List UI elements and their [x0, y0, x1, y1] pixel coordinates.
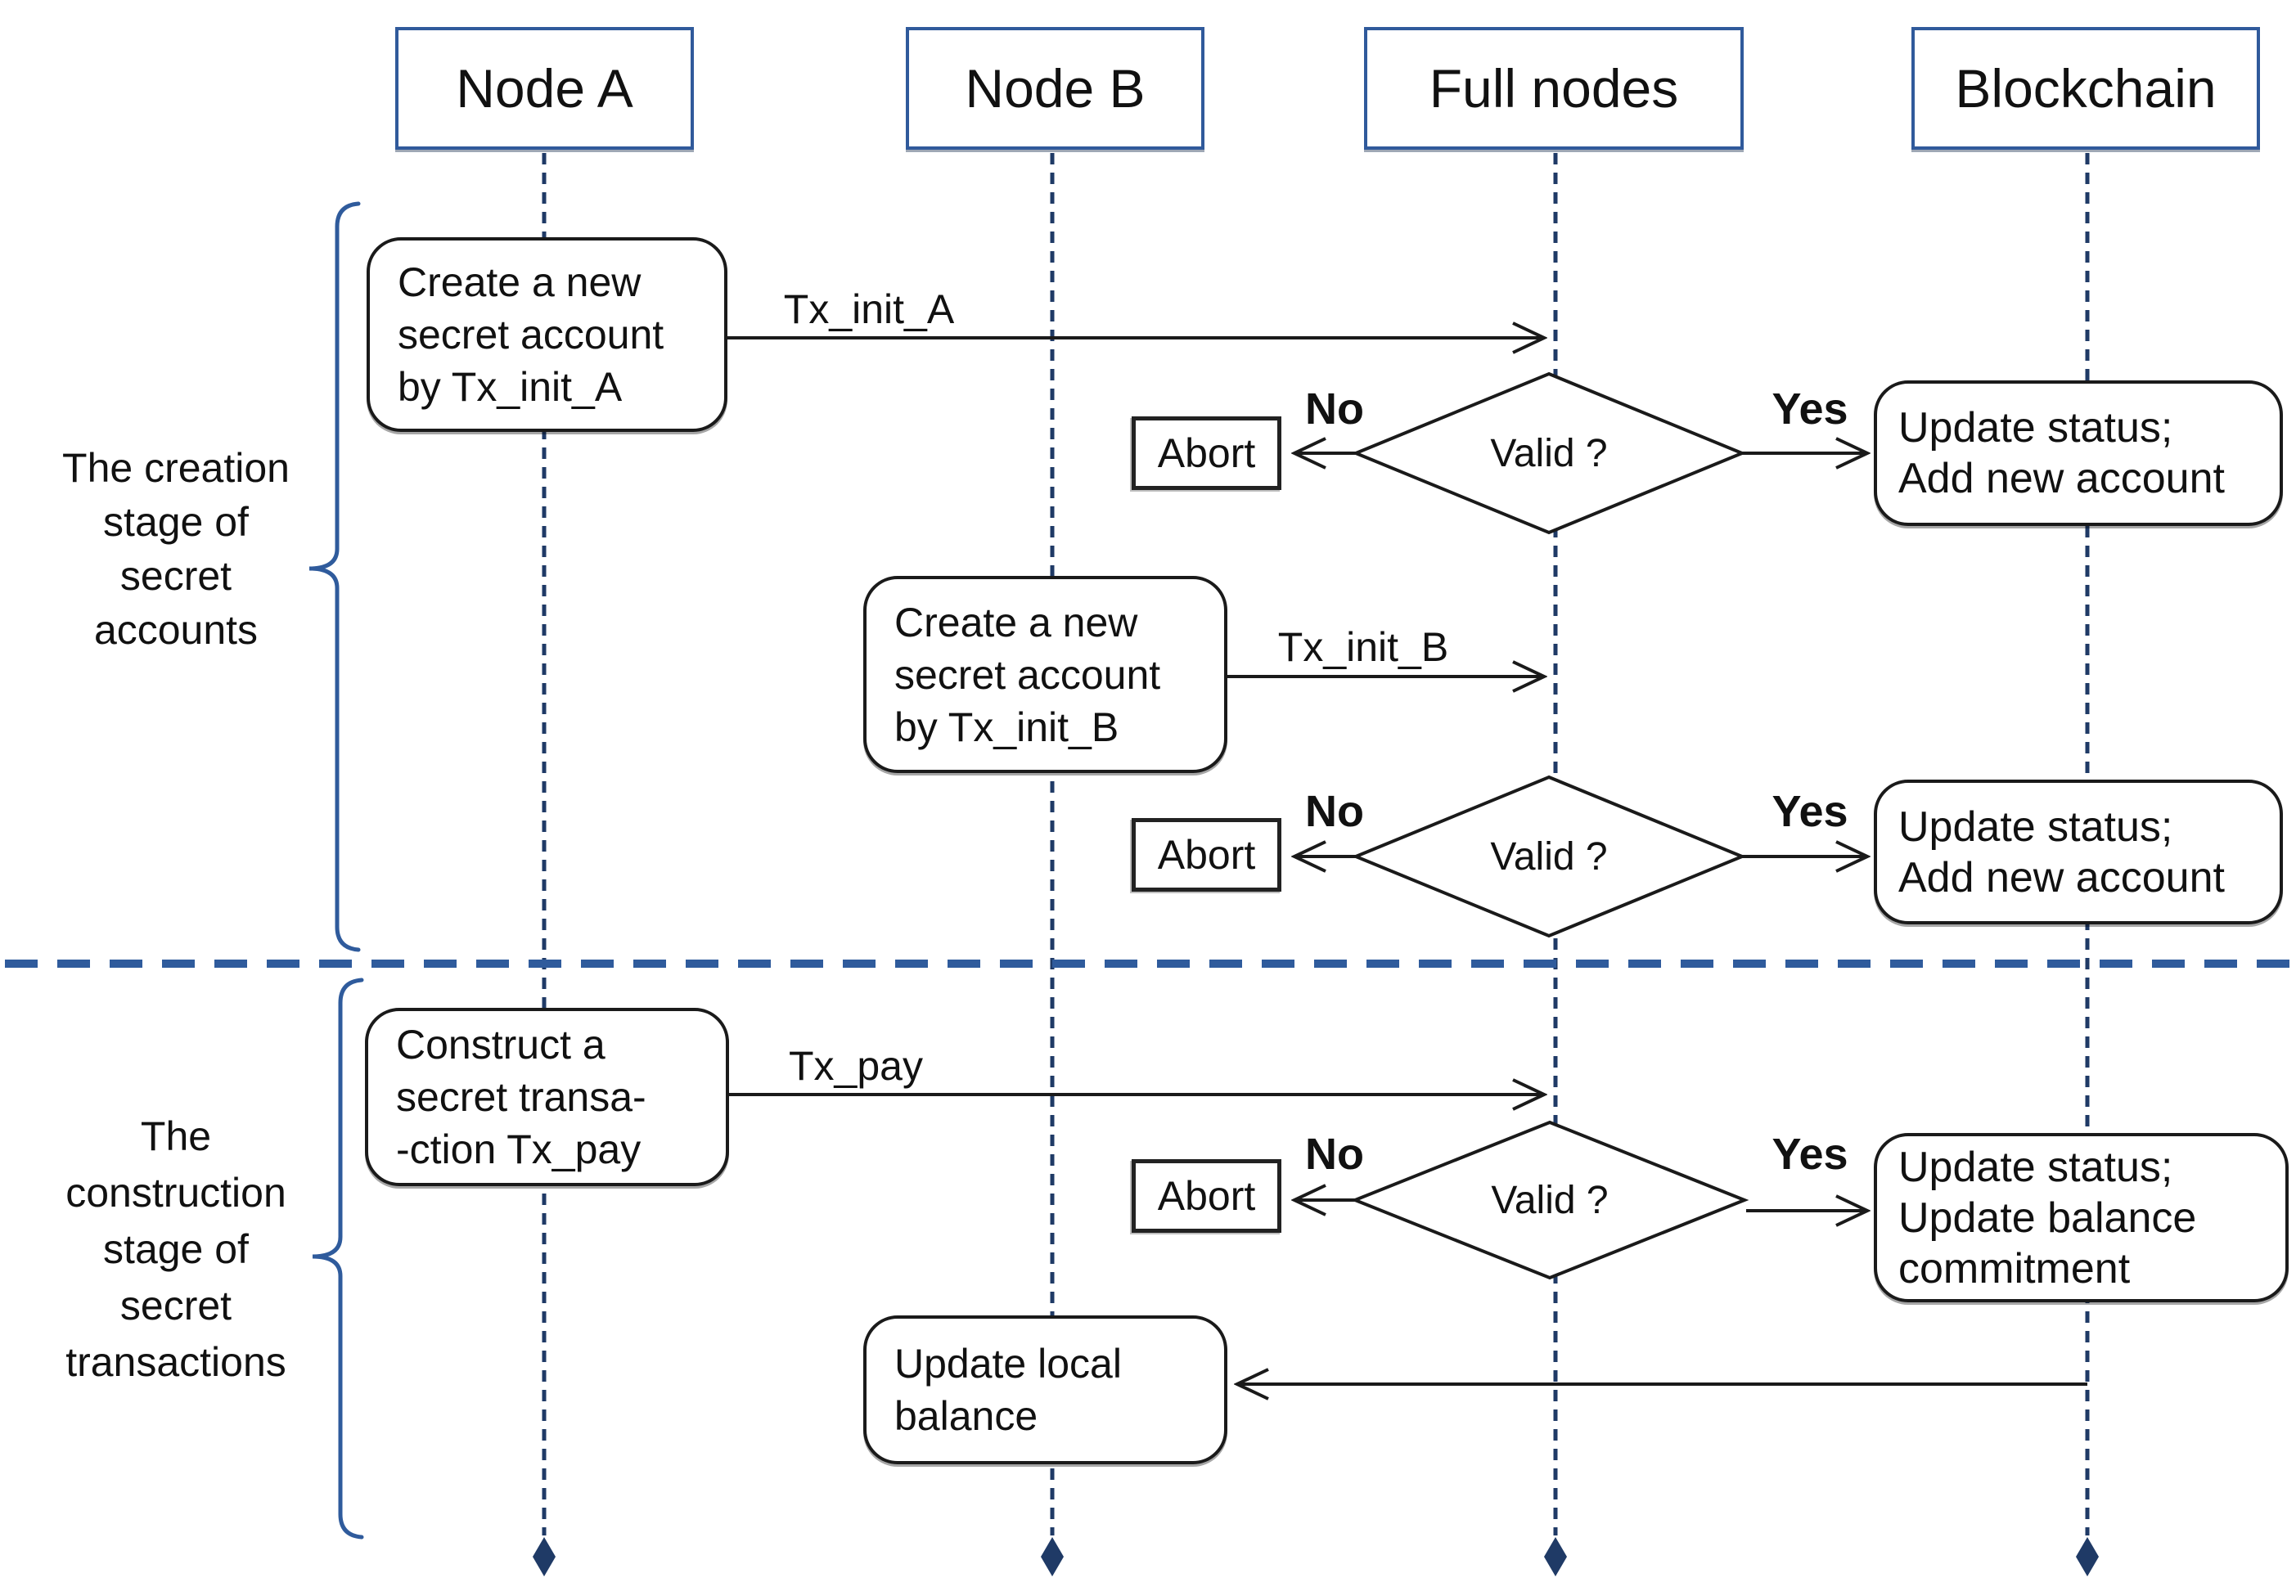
lane-header-full-nodes: Full nodes: [1364, 27, 1744, 150]
stage-label-creation-line: The creation: [62, 445, 290, 491]
lane-header-node-b: Node B: [906, 27, 1204, 150]
decision-diamond-2: [1351, 775, 1747, 938]
yes-label-2: Yes: [1772, 787, 1848, 836]
action-box-line: Update balance: [1898, 1194, 2197, 1242]
action-box-update-status-1: Update status; Add new account: [1874, 380, 2283, 526]
action-box-create-account-a: Create a new secret account by Tx_init_A: [367, 237, 727, 432]
action-box-line: Construct a: [396, 1022, 606, 1068]
action-box-line: balance: [894, 1393, 1038, 1439]
stage-label-creation-line: secret: [119, 553, 232, 599]
action-box-update-local-balance: Update local balance: [863, 1315, 1227, 1464]
action-box-line: Update status;: [1898, 1143, 2173, 1191]
stage-label-construction: The construction stage of secret transac…: [20, 1108, 331, 1391]
stage-label-construction-line: stage of: [103, 1226, 249, 1272]
action-box-update-status-2: Update status; Add new account: [1874, 780, 2283, 924]
action-box-line: Create a new: [894, 599, 1138, 645]
action-box-line: secret account: [894, 651, 1161, 698]
no-label-3: No: [1305, 1130, 1364, 1179]
abort-box-2: Abort: [1132, 818, 1281, 892]
decision-label-2: Valid ?: [1490, 834, 1608, 879]
lifeline-end-marker-node-b: [1041, 1537, 1064, 1576]
action-box-line: by Tx_init_A: [398, 364, 623, 410]
decision-diamond-1: [1351, 371, 1747, 535]
action-box-line: Update status;: [1898, 404, 2173, 452]
abort-label: Abort: [1157, 832, 1256, 878]
decision-label-1: Valid ?: [1490, 431, 1608, 475]
action-box-line: Add new account: [1898, 455, 2225, 502]
abort-box-3: Abort: [1132, 1159, 1281, 1233]
abort-label: Abort: [1157, 430, 1256, 476]
stage-label-construction-line: secret: [119, 1283, 232, 1329]
stage-label-creation: The creation stage of secret accounts: [20, 441, 331, 657]
action-box-line: Update status;: [1898, 802, 2173, 851]
lane-header-full-nodes-label: Full nodes: [1429, 58, 1679, 119]
stage-label-creation-line: stage of: [103, 499, 249, 545]
no-label-1: No: [1305, 384, 1364, 434]
action-box-line: by Tx_init_B: [894, 704, 1119, 750]
stage-label-construction-line: The: [140, 1113, 212, 1159]
lane-header-blockchain-label: Blockchain: [1955, 58, 2217, 119]
lane-header-blockchain: Blockchain: [1911, 27, 2260, 150]
stage-label-creation-line: accounts: [93, 607, 259, 653]
stage-label-construction-line: transactions: [65, 1339, 286, 1385]
yes-label-1: Yes: [1772, 384, 1848, 434]
lane-header-node-b-label: Node B: [965, 58, 1146, 119]
stage-brace-construction: [312, 978, 364, 1540]
action-box-line: Update local: [894, 1341, 1122, 1387]
stage-label-construction-line: construction: [65, 1170, 286, 1216]
lifeline-end-marker-full-nodes: [1544, 1537, 1567, 1576]
action-box-line: secret account: [398, 312, 664, 357]
action-box-line: commitment: [1898, 1244, 2131, 1293]
yes-label-3: Yes: [1772, 1130, 1848, 1179]
lane-header-node-a-label: Node A: [456, 58, 633, 119]
action-box-line: secret transa-: [396, 1074, 646, 1120]
no-label-2: No: [1305, 787, 1364, 836]
action-box-line: Create a new: [398, 259, 642, 305]
message-label-tx-init-a: Tx_init_A: [783, 286, 955, 332]
decision-diamond-3: [1350, 1120, 1749, 1280]
stage-brace-creation: [308, 201, 361, 952]
action-box-create-account-b: Create a new secret account by Tx_init_B: [863, 576, 1227, 773]
lifeline-end-marker-blockchain: [2076, 1537, 2099, 1576]
abort-label: Abort: [1157, 1173, 1256, 1219]
action-box-line: Add new account: [1898, 853, 2225, 901]
lifeline-end-marker-node-a: [533, 1537, 556, 1576]
action-box-construct-tx-pay: Construct a secret transa- -ction Tx_pay: [365, 1008, 729, 1186]
message-label-tx-pay: Tx_pay: [789, 1043, 923, 1089]
action-box-update-status-3: Update status; Update balance commitment: [1874, 1133, 2289, 1302]
abort-box-1: Abort: [1132, 416, 1281, 490]
decision-label-3: Valid ?: [1491, 1178, 1609, 1222]
lane-header-node-a: Node A: [395, 27, 694, 150]
action-box-line: -ction Tx_pay: [396, 1126, 642, 1172]
message-label-tx-init-b: Tx_init_B: [1277, 624, 1449, 670]
